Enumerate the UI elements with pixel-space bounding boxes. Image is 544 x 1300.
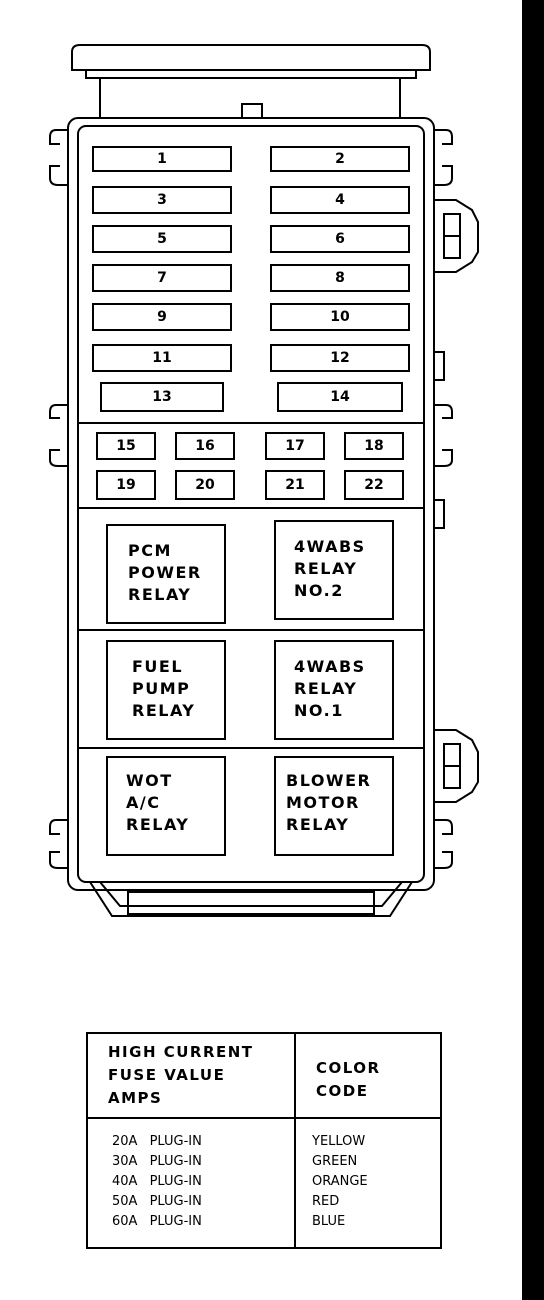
fuse-16: 16 (175, 432, 235, 460)
relay-blower-motor: BLOWER MOTOR RELAY (274, 756, 394, 856)
fuse-21: 21 (265, 470, 325, 500)
fuse-7: 7 (92, 264, 232, 292)
fuse-1: 1 (92, 146, 232, 172)
fuse-20: 20 (175, 470, 235, 500)
fuse-12: 12 (270, 344, 410, 372)
fuse-22: 22 (344, 470, 404, 500)
relay-wot-ac: WOT A/C RELAY (106, 756, 226, 856)
legend-header-fuse-value: HIGH CURRENT FUSE VALUE AMPS (108, 1043, 254, 1107)
fuse-17: 17 (265, 432, 325, 460)
fuse-5: 5 (92, 225, 232, 253)
fuse-6: 6 (270, 225, 410, 253)
fuse-9: 9 (92, 303, 232, 331)
fuse-11: 11 (92, 344, 232, 372)
fuse-18: 18 (344, 432, 404, 460)
relay-4wabs-no2: 4WABS RELAY NO.2 (274, 520, 394, 620)
fuse-8: 8 (270, 264, 410, 292)
fuse-14: 14 (277, 382, 403, 412)
fuse-4: 4 (270, 186, 410, 214)
fuse-2: 2 (270, 146, 410, 172)
relay-fuel-pump: FUEL PUMP RELAY (106, 640, 226, 740)
legend-color-codes: YELLOW GREEN ORANGE RED BLUE (312, 1134, 368, 1229)
legend-header-color-code: COLOR CODE (316, 1059, 381, 1100)
relay-4wabs-no1: 4WABS RELAY NO.1 (274, 640, 394, 740)
legend-fuse-values: 20A PLUG-IN 30A PLUG-IN 40A PLUG-IN 50A … (112, 1134, 202, 1229)
fuse-3: 3 (92, 186, 232, 214)
fuse-13: 13 (100, 382, 224, 412)
fuse-19: 19 (96, 470, 156, 500)
right-edge-strip (522, 0, 544, 1300)
relay-pcm-power: PCM POWER RELAY (106, 524, 226, 624)
fuse-10: 10 (270, 303, 410, 331)
fuse-15: 15 (96, 432, 156, 460)
